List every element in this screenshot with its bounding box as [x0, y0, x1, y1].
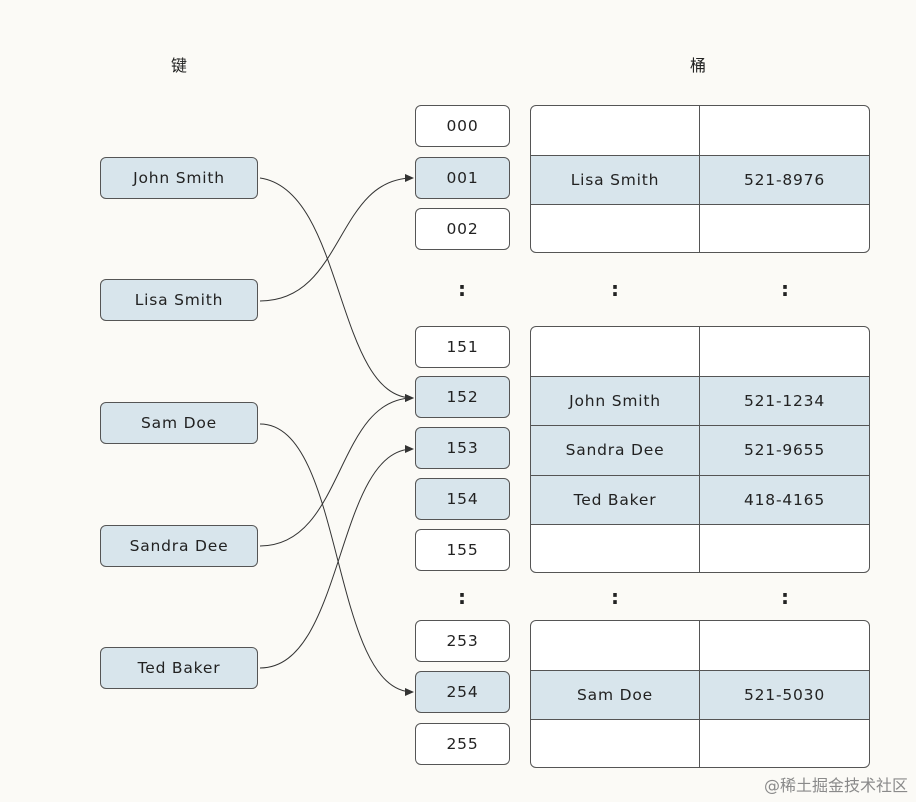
- entry-row: Ted Baker 418-4165: [531, 475, 869, 525]
- key-sandra-dee: Sandra Dee: [100, 525, 258, 567]
- entry-row: Sam Doe 521-5030: [531, 670, 869, 720]
- entry-name: [531, 720, 700, 767]
- bucket-000: 000: [415, 105, 510, 147]
- phone-ellipsis-1: :: [781, 277, 789, 301]
- name-ellipsis-2: :: [611, 585, 619, 609]
- bucket-001: 001: [415, 157, 510, 199]
- entry-name: [531, 525, 700, 572]
- entries-table-2: John Smith 521-1234 Sandra Dee 521-9655 …: [530, 326, 870, 573]
- bucket-154: 154: [415, 478, 510, 520]
- key-john-smith: John Smith: [100, 157, 258, 199]
- entry-row: [531, 720, 869, 767]
- entry-phone: 521-9655: [743, 441, 826, 460]
- entry-row: [531, 621, 869, 671]
- key-sam-doe: Sam Doe: [100, 402, 258, 444]
- bucket-153: 153: [415, 427, 510, 469]
- entry-row: Lisa Smith 521-8976: [531, 155, 869, 205]
- arrow-john-smith-to-152: [259, 177, 414, 402]
- entry-row: [531, 327, 869, 377]
- arrow-ted-baker-to-153: [259, 445, 414, 669]
- bucket-002: 002: [415, 208, 510, 250]
- entries-table-3: Sam Doe 521-5030: [530, 620, 870, 768]
- entry-name: [531, 327, 700, 376]
- entry-row: [531, 106, 869, 156]
- arrow-sandra-dee-to-152: [259, 394, 414, 547]
- entry-name: Lisa Smith: [531, 155, 700, 204]
- entry-phone: 521-8976: [743, 170, 826, 189]
- entries-table-1: Lisa Smith 521-8976: [530, 105, 870, 253]
- entry-row: [531, 205, 869, 252]
- entry-phone: 521-5030: [743, 685, 826, 704]
- bucket-ellipsis-1: :: [458, 277, 466, 301]
- entry-row: [531, 525, 869, 572]
- buckets-header: 桶: [689, 56, 706, 75]
- entry-name: [531, 621, 700, 670]
- bucket-255: 255: [415, 723, 510, 765]
- entry-name: John Smith: [531, 376, 700, 425]
- name-ellipsis-1: :: [611, 277, 619, 301]
- bucket-253: 253: [415, 620, 510, 662]
- bucket-152: 152: [415, 376, 510, 418]
- watermark: @稀土掘金技术社区: [763, 776, 908, 795]
- arrow-sam-doe-to-254: [259, 423, 414, 696]
- bucket-155: 155: [415, 529, 510, 571]
- key-ted-baker: Ted Baker: [100, 647, 258, 689]
- entry-phone: 418-4165: [743, 490, 826, 509]
- entry-name: Sandra Dee: [531, 426, 700, 475]
- entry-phone: 521-1234: [743, 391, 826, 410]
- bucket-151: 151: [415, 326, 510, 368]
- entry-name: [531, 205, 700, 252]
- entry-row: John Smith 521-1234: [531, 376, 869, 426]
- phone-ellipsis-2: :: [781, 585, 789, 609]
- key-lisa-smith: Lisa Smith: [100, 279, 258, 321]
- keys-header: 键: [170, 56, 187, 75]
- entry-name: [531, 106, 700, 155]
- entry-name: Ted Baker: [531, 475, 700, 524]
- bucket-ellipsis-2: :: [458, 585, 466, 609]
- entry-name: Sam Doe: [531, 670, 700, 719]
- arrow-lisa-smith-to-001: [259, 174, 414, 302]
- entry-row: Sandra Dee 521-9655: [531, 426, 869, 476]
- bucket-254: 254: [415, 671, 510, 713]
